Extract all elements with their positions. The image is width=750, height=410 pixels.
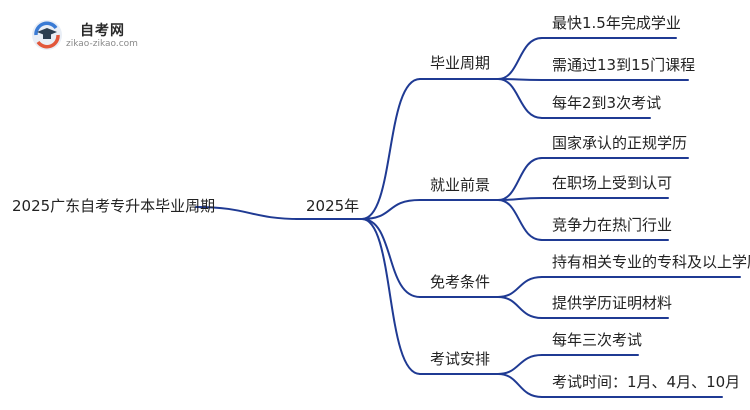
leaf-node: 持有相关专业的专科及以上学历 (552, 253, 750, 271)
link-root-center (195, 206, 301, 220)
branch-exemption: 免考条件 (430, 273, 491, 291)
link-b4-l2 (497, 373, 543, 398)
link-b3-l2 (497, 296, 543, 319)
leaf-node: 每年2到3次考试 (552, 94, 662, 112)
logo-url: zikao-zikao.com (66, 39, 138, 49)
link-center-b3 (361, 218, 421, 298)
leaf-node: 需通过13到15门课程 (552, 56, 696, 74)
link-b4-l1 (497, 354, 543, 375)
leaf-node: 在职场上受到认可 (552, 174, 673, 192)
graduation-cap-icon (32, 20, 62, 50)
link-b1-l3 (497, 78, 543, 119)
link-center-b2 (361, 199, 421, 220)
leaf-node: 最快1.5年完成学业 (552, 14, 681, 32)
branch-graduation-cycle: 毕业周期 (430, 54, 491, 72)
leaf-node: 提供学历证明材料 (552, 294, 673, 312)
link-b2-l1 (497, 157, 543, 201)
link-center-b4 (361, 218, 421, 375)
link-b2-l3 (497, 199, 543, 241)
link-b1-l1 (497, 37, 543, 80)
leaf-node: 竞争力在热门行业 (552, 216, 673, 234)
logo-name: 自考网 (80, 23, 125, 39)
branch-employment: 就业前景 (430, 176, 491, 194)
leaf-node: 每年三次考试 (552, 331, 643, 349)
link-b3-l1 (497, 276, 543, 298)
leaf-node: 国家承认的正规学历 (552, 134, 688, 152)
center-node: 2025年 (306, 197, 360, 215)
branch-exam-schedule: 考试安排 (430, 350, 491, 368)
link-center-b1 (361, 78, 421, 220)
site-logo[interactable]: 自考网 zikao-zikao.com (30, 18, 170, 52)
leaf-node: 考试时间：1月、4月、10月 (552, 373, 741, 391)
root-node: 2025广东自考专升本毕业周期 (12, 197, 216, 215)
